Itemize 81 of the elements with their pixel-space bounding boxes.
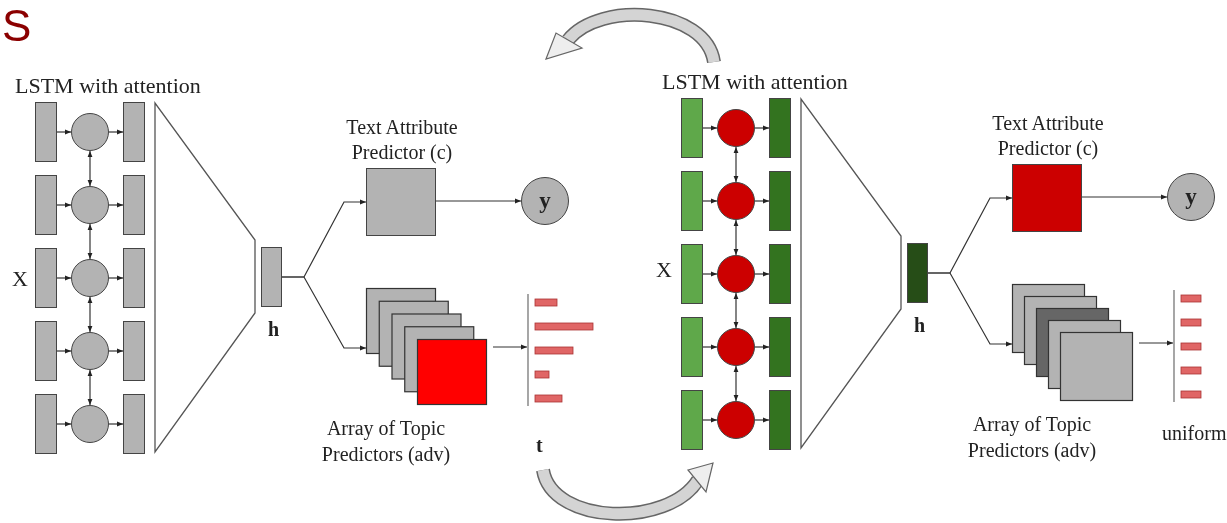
arrow bbox=[702, 125, 718, 131]
arrow bbox=[56, 202, 72, 208]
lstm-cell-circle bbox=[717, 255, 755, 293]
arrow bbox=[87, 150, 93, 187]
section-heading: LSTM with attention bbox=[15, 74, 201, 99]
arrow bbox=[108, 421, 124, 427]
input-vector-bar bbox=[681, 171, 703, 231]
hidden-state-bar bbox=[123, 321, 145, 381]
arrow bbox=[702, 198, 718, 204]
arrow bbox=[108, 202, 124, 208]
hidden-state-bar bbox=[769, 171, 791, 231]
lstm-cell-circle bbox=[71, 405, 109, 443]
arrow bbox=[702, 417, 718, 423]
arrow bbox=[56, 275, 72, 281]
predictor-caption: Array of Topic Predictors (adv) bbox=[966, 412, 1098, 463]
lstm-cell-circle bbox=[71, 113, 109, 151]
arrow bbox=[56, 129, 72, 135]
predictor-heading: Text Attribute Predictor (c) bbox=[345, 115, 459, 165]
lstm-cell-circle bbox=[71, 186, 109, 224]
arrow bbox=[108, 275, 124, 281]
arrow bbox=[492, 344, 528, 350]
input-vector-bar bbox=[35, 321, 57, 381]
arrow bbox=[733, 292, 739, 329]
arrow bbox=[87, 223, 93, 260]
arrow bbox=[702, 271, 718, 277]
input-vector-bar bbox=[681, 98, 703, 158]
output-label: y bbox=[1184, 183, 1198, 211]
vector-label: h bbox=[268, 318, 280, 341]
hidden-state-bar bbox=[123, 102, 145, 162]
arrow bbox=[87, 369, 93, 406]
arrow bbox=[754, 344, 770, 350]
input-vector-bar bbox=[35, 394, 57, 454]
hidden-state-bar bbox=[769, 390, 791, 450]
input-label: X bbox=[656, 258, 672, 283]
arrow bbox=[702, 344, 718, 350]
input-vector-bar bbox=[35, 175, 57, 235]
lstm-cell-circle bbox=[717, 182, 755, 220]
arrow bbox=[754, 417, 770, 423]
predictor-caption: Array of Topic Predictors (adv) bbox=[320, 416, 452, 467]
arrow bbox=[435, 198, 522, 204]
output-label: t bbox=[536, 434, 543, 457]
output-circle bbox=[521, 177, 569, 225]
output-circle bbox=[1167, 173, 1215, 221]
arrow bbox=[56, 421, 72, 427]
arrow bbox=[108, 348, 124, 354]
input-label: X bbox=[12, 267, 28, 292]
input-vector-bar bbox=[35, 248, 57, 308]
output-label: uniform bbox=[1162, 422, 1227, 445]
predictor-heading: Text Attribute Predictor (c) bbox=[991, 111, 1105, 161]
hidden-state-bar bbox=[769, 244, 791, 304]
hidden-state-bar bbox=[123, 175, 145, 235]
section-heading: LSTM with attention bbox=[662, 70, 848, 95]
hidden-state-bar bbox=[769, 317, 791, 377]
lstm-cell-circle bbox=[71, 332, 109, 370]
hidden-state-bar bbox=[123, 394, 145, 454]
arrow bbox=[927, 272, 1013, 347]
lstm-cell-circle bbox=[717, 401, 755, 439]
input-vector-bar bbox=[681, 317, 703, 377]
lstm-cell-circle bbox=[717, 328, 755, 366]
input-vector-bar bbox=[35, 102, 57, 162]
arrow bbox=[733, 146, 739, 183]
input-vector-bar bbox=[681, 390, 703, 450]
hidden-state-bar bbox=[769, 98, 791, 158]
lstm-cell-circle bbox=[717, 109, 755, 147]
arrow bbox=[754, 271, 770, 277]
heading-fragment: S bbox=[2, 2, 32, 51]
hidden-state-bar bbox=[123, 248, 145, 308]
arrow bbox=[281, 276, 367, 351]
arrow bbox=[733, 219, 739, 256]
arrow bbox=[56, 348, 72, 354]
arrow bbox=[733, 365, 739, 402]
vector-label: h bbox=[914, 314, 926, 337]
arrow bbox=[754, 125, 770, 131]
arrow bbox=[108, 129, 124, 135]
arrow bbox=[1138, 340, 1174, 346]
arrow bbox=[754, 198, 770, 204]
output-label: y bbox=[538, 187, 552, 215]
input-vector-bar bbox=[681, 244, 703, 304]
arrow bbox=[87, 296, 93, 333]
arrow bbox=[1081, 194, 1168, 200]
lstm-cell-circle bbox=[71, 259, 109, 297]
